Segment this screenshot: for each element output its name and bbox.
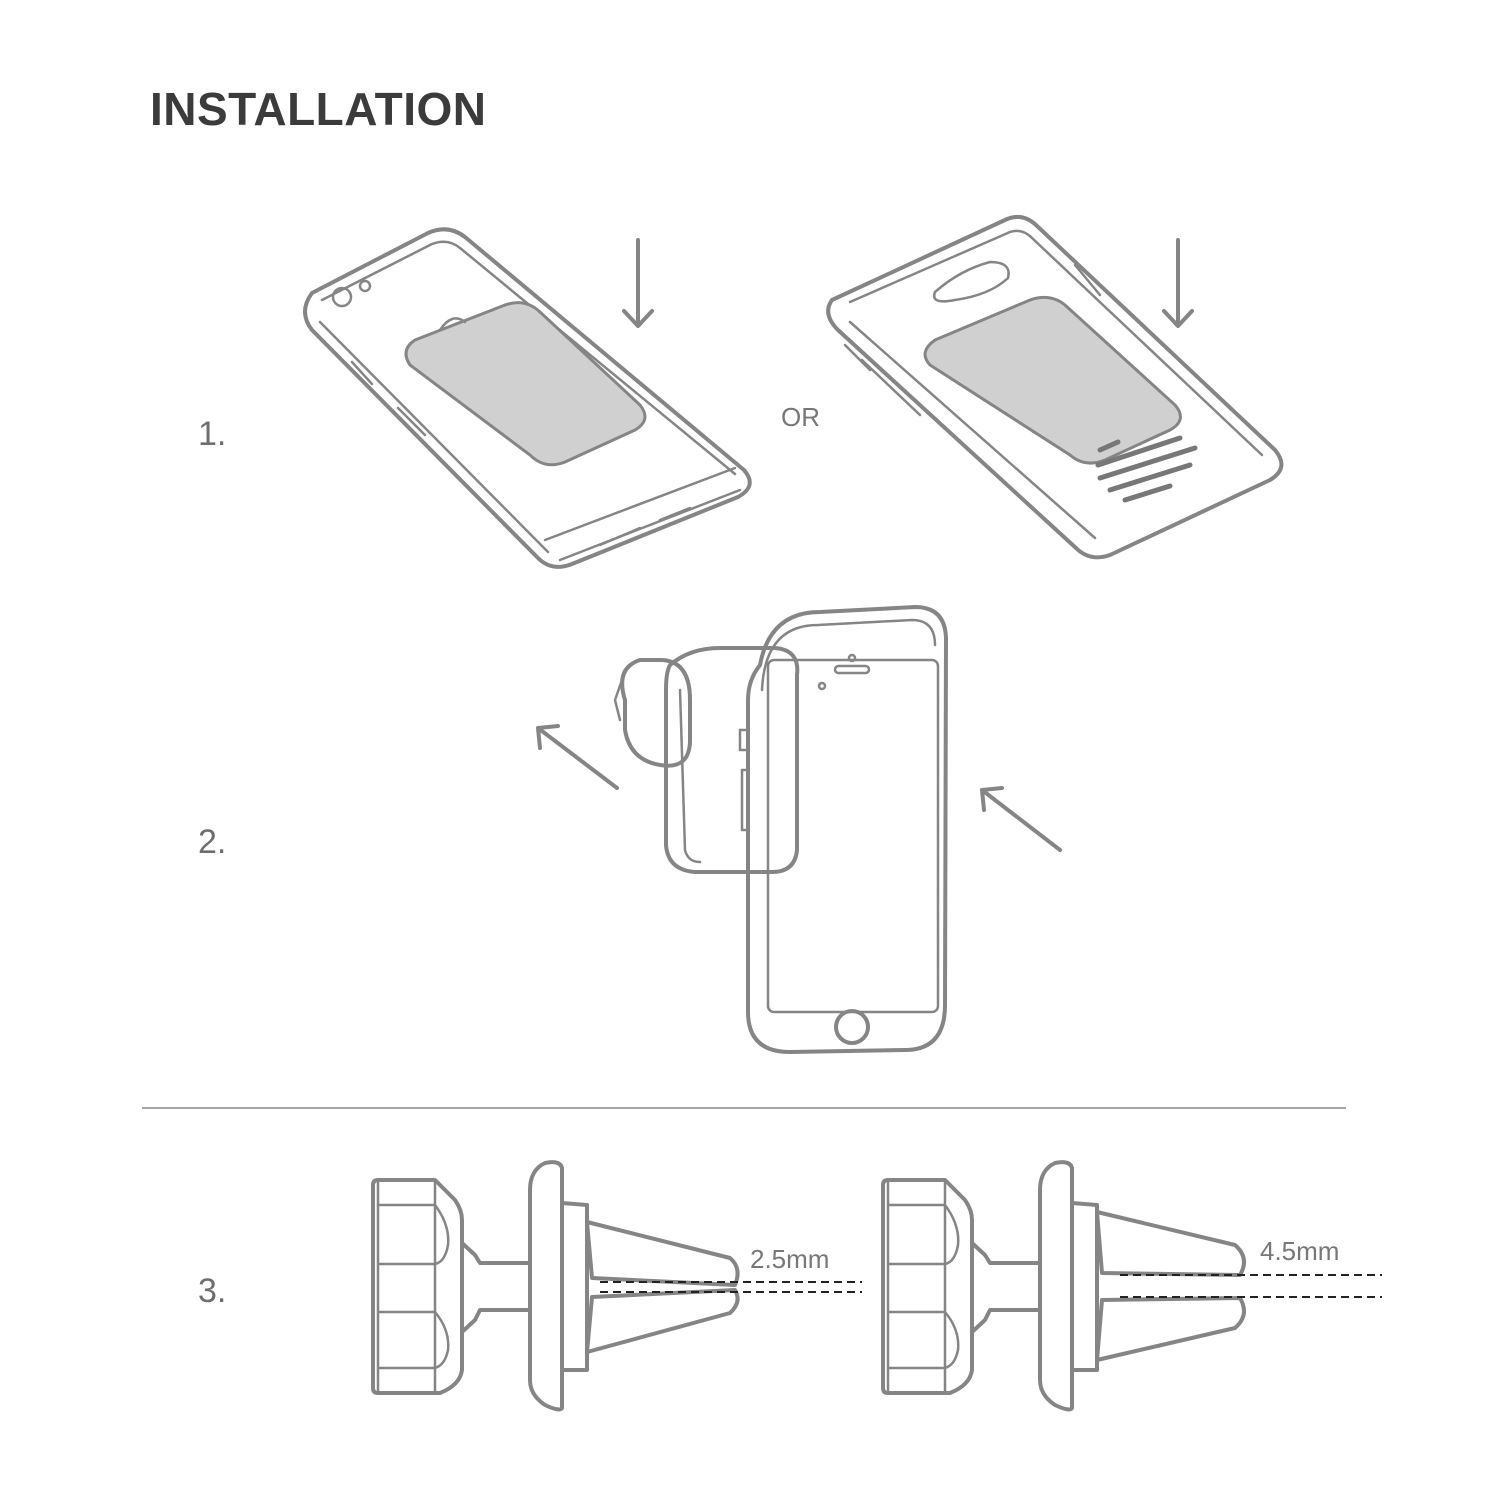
arrow-down-icon: [622, 238, 654, 328]
arrow-down-icon: [1162, 238, 1194, 328]
vent-clip-wide: [881, 1160, 1382, 1412]
step-3-number: 3.: [198, 1272, 227, 1310]
mount-illustration: [613, 646, 800, 874]
gap-label-large: 4.5mm: [1260, 1236, 1340, 1266]
step-2-number: 2.: [198, 823, 227, 861]
metal-plate: [404, 301, 647, 467]
home-button-icon: [834, 1009, 870, 1045]
arrow-up-left-icon: [536, 724, 619, 790]
gap-label-small: 2.5mm: [750, 1244, 830, 1274]
phone-back-illustration: [303, 227, 752, 569]
page-title: INSTALLATION: [150, 83, 487, 135]
arrow-up-left-icon: [980, 786, 1062, 852]
phone-front-illustration: [738, 605, 948, 1054]
case-inside-illustration: [826, 214, 1284, 560]
or-label: OR: [781, 402, 820, 432]
vent-clip-narrow: [371, 1160, 862, 1412]
metal-plate: [923, 295, 1182, 465]
case-label-print: [1095, 435, 1198, 503]
step-1-number: 1.: [198, 415, 227, 453]
